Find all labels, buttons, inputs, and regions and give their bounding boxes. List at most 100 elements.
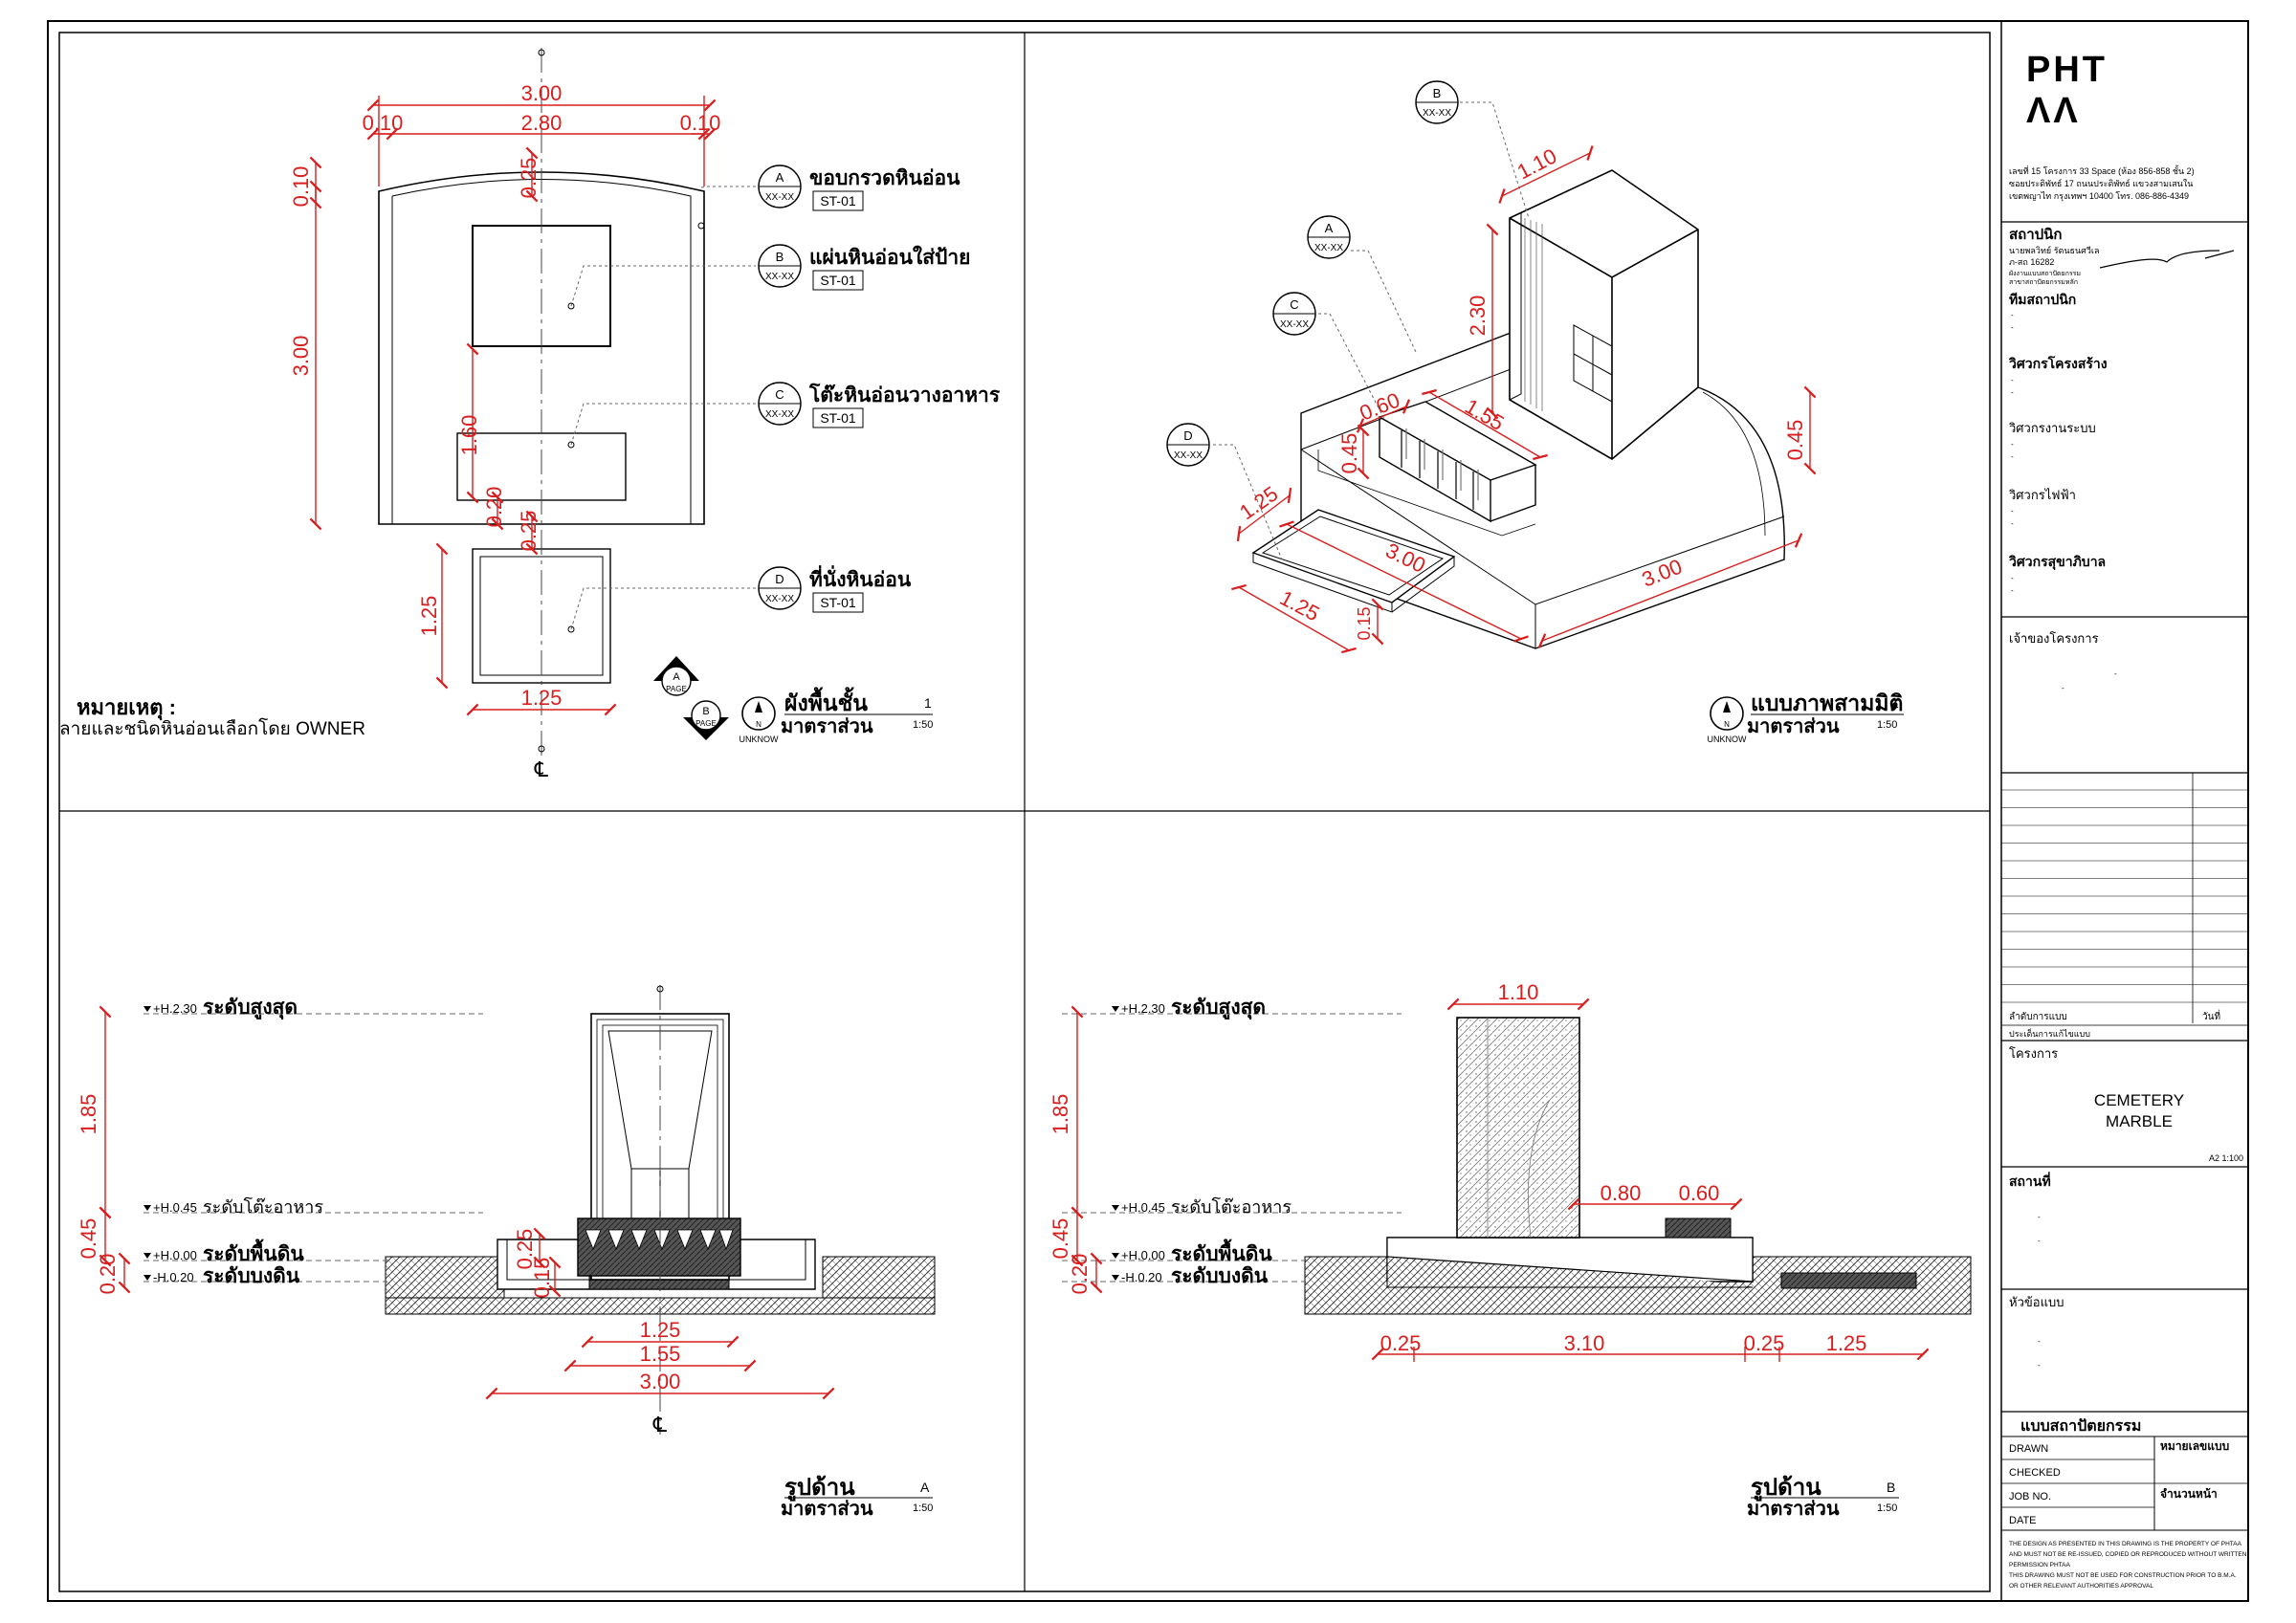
svg-text:UNKNOW: UNKNOW — [1708, 735, 1748, 744]
checked-label: CHECKED — [2009, 1467, 2061, 1479]
iso-tag-code: XX-XX — [1174, 450, 1203, 461]
svg-text:-: - — [2011, 323, 2014, 332]
plan-tags: A XX-XX ขอบกรวดหินอ่อน ST-01 BXX-XXแผ่นหินอ่… — [758, 164, 1001, 613]
firm-logo: PHT ΛΛ — [2026, 50, 2108, 131]
disclaimer-5: OR OTHER RELEVANT AUTHORITIES APPROVAL — [2009, 1583, 2153, 1590]
logo-line1: PHT — [2026, 50, 2108, 90]
sheet-count-label: จำนวนหน้า — [2160, 1487, 2218, 1501]
disclaimer-2: AND MUST NOT BE RE-ISSUED, COPIED OR REP… — [2009, 1551, 2247, 1558]
iso-tag-a: AXX-XX — [1307, 215, 1351, 259]
iso-tag-letter: D — [1183, 428, 1192, 443]
plan-tag-spec: ST-01 — [820, 410, 856, 426]
iso-tag-code: XX-XX — [1280, 319, 1309, 330]
iso-tag-code: XX-XX — [1423, 108, 1451, 119]
project-name-2: MARBLE — [2106, 1112, 2173, 1130]
iso-dim-table-d: 0.45 — [1337, 433, 1361, 474]
revision-date-label: วันที่ — [2202, 1009, 2220, 1022]
architect-note1: ผังงานแบบสถาปัตยกรรม — [2009, 270, 2081, 277]
elev-b-scale-label: มาตราส่วน — [1747, 1499, 1840, 1520]
disclaimer-3: PERMISSION PHTAA — [2009, 1562, 2070, 1568]
elev-b-headstone — [1456, 1017, 1580, 1239]
iso-dim-stone-c: 1.25 — [1276, 585, 1324, 625]
drawing-type: แบบสถาปัตยกรรม — [2020, 1417, 2141, 1435]
plan-tag-d: D XX-XX ที่นั่งหินอ่อน ST-01 — [758, 564, 912, 613]
elev-b-title: รูปด้าน มาตราส่วน B 1:50 — [1747, 1475, 1899, 1520]
architect-license: ภ-สถ 16282 — [2009, 257, 2054, 267]
isometric-view: 1.10 2.30 0.60 1.55 0.45 0.45 3.00 1.25 … — [1166, 80, 1904, 744]
elev-b-dimensions — [1071, 998, 1930, 1362]
level-code: +H.2.30 — [1121, 1001, 1165, 1016]
elev-b-dim-h3: 0.20 — [1068, 1254, 1092, 1295]
team-label: ทีมสถาปนิก — [2009, 292, 2076, 307]
svg-text:-: - — [2038, 1213, 2041, 1221]
elev-b-dim-top: 1.10 — [1498, 980, 1539, 1004]
svg-text:-: - — [2038, 1237, 2041, 1245]
level-label: ระดับสูงสุด — [203, 997, 298, 1020]
iso-tag-b: BXX-XX — [1415, 80, 1459, 124]
elev-a-dim-h1: 1.85 — [77, 1094, 100, 1135]
plan-dim-mid: 1.60 — [457, 415, 481, 456]
svg-text:UNKNOW: UNKNOW — [740, 735, 780, 744]
plan-tag-label: ขอบกรวดหินอ่อน — [809, 167, 960, 189]
level-marker: +H.2.30 ระดับสูงสุด — [144, 997, 298, 1020]
level-label: ระดับพื้นดิน — [203, 1239, 304, 1265]
level-code: +H.2.30 — [153, 1001, 197, 1016]
logo-line2: ΛΛ — [2026, 91, 2081, 131]
elev-a-dim-labels: 1.85 0.45 0.20 0.25 0.15 1.25 1.55 3.00 — [77, 1094, 680, 1393]
plan-tag-spec: ST-01 — [820, 595, 856, 610]
titleblock: PHT ΛΛ เลขที่ 15 โครงการ 33 Space (ห้อง … — [2001, 50, 2248, 1590]
plan-tag-code: XX-XX — [765, 272, 794, 282]
elev-a-dim-d2: 0.15 — [530, 1258, 554, 1299]
plan-dimensions — [309, 96, 717, 716]
plan-tag-letter: D — [775, 572, 784, 586]
plan-tag-code: XX-XX — [765, 409, 794, 420]
plan-tag-letter: A — [776, 170, 784, 185]
plan-north-arrow: N UNKNOW — [740, 696, 780, 744]
elev-a-letter: A — [920, 1480, 930, 1495]
floor-plan: ℄ 3.00 2.80 0.10 0.10 0.10 3.00 0.25 — [59, 48, 1001, 781]
level-label: ระดับโต๊ะอาหาร — [203, 1196, 323, 1217]
plan-centerline-symbol: ℄ — [534, 757, 549, 781]
plan-tag-code: XX-XX — [765, 594, 794, 604]
address-line3: เขตพญาไท กรุงเทพฯ 10400 โทร. 086-886-434… — [2009, 191, 2189, 202]
elev-b-dim-t1: 0.80 — [1601, 1181, 1642, 1205]
elev-a-title: รูปด้าน มาตราส่วน A 1:50 — [781, 1475, 933, 1520]
plan-dim-arc: 0.25 — [517, 158, 541, 199]
titleblock-frame — [2000, 20, 2249, 1602]
svg-text:N: N — [756, 720, 762, 729]
titleblock-scale: A2 1:100 — [2209, 1153, 2243, 1163]
architect-note2: สาขาสถาปัตยกรรมหลัก — [2009, 278, 2078, 286]
elev-a-dim-d1: 0.25 — [513, 1229, 537, 1270]
svg-text:-: - — [2011, 507, 2014, 515]
svg-text:-: - — [2011, 440, 2014, 449]
elev-a-dimensions — [99, 1005, 835, 1400]
architect-name: นายพลวิทย์ รัตนธนศวีเล — [2009, 245, 2100, 255]
plan-note-text: ลายและชนิดหินอ่อนเลือกโดย OWNER — [59, 717, 365, 739]
job-no-label: JOB NO. — [2009, 1491, 2051, 1502]
elev-b-dim-b1: 0.25 — [1380, 1331, 1422, 1355]
svg-text:-: - — [2011, 311, 2014, 319]
address-line1: เลขที่ 15 โครงการ 33 Space (ห้อง 856-858… — [2009, 164, 2195, 176]
plan-tag-code: XX-XX — [765, 192, 794, 203]
project-label: โครงการ — [2009, 1046, 2058, 1061]
plan-dim-labels: 3.00 2.80 0.10 0.10 0.10 3.00 0.25 1.60 … — [289, 81, 720, 710]
structure-label: วิศวกรโครงสร้าง — [2008, 355, 2108, 371]
svg-text:PAGE: PAGE — [695, 719, 717, 728]
elev-a-centerline-symbol: ℄ — [652, 1413, 668, 1437]
plan-dim-height: 3.00 — [289, 336, 313, 377]
svg-text:N: N — [1724, 720, 1730, 729]
revision-table — [2001, 789, 2248, 1003]
plan-tag-label: โต๊ะหินอ่อนวางอาหาร — [808, 383, 1001, 406]
level-code: +H.0.00 — [153, 1248, 197, 1262]
address-line2: ซอยประดิพัทธ์ 17 ถนนประดิพัทธ์ แขวงสามเส… — [2009, 178, 2193, 188]
plan-tag-label: ที่นั่งหินอ่อน — [809, 564, 912, 591]
elev-a-scale: 1:50 — [913, 1502, 933, 1514]
